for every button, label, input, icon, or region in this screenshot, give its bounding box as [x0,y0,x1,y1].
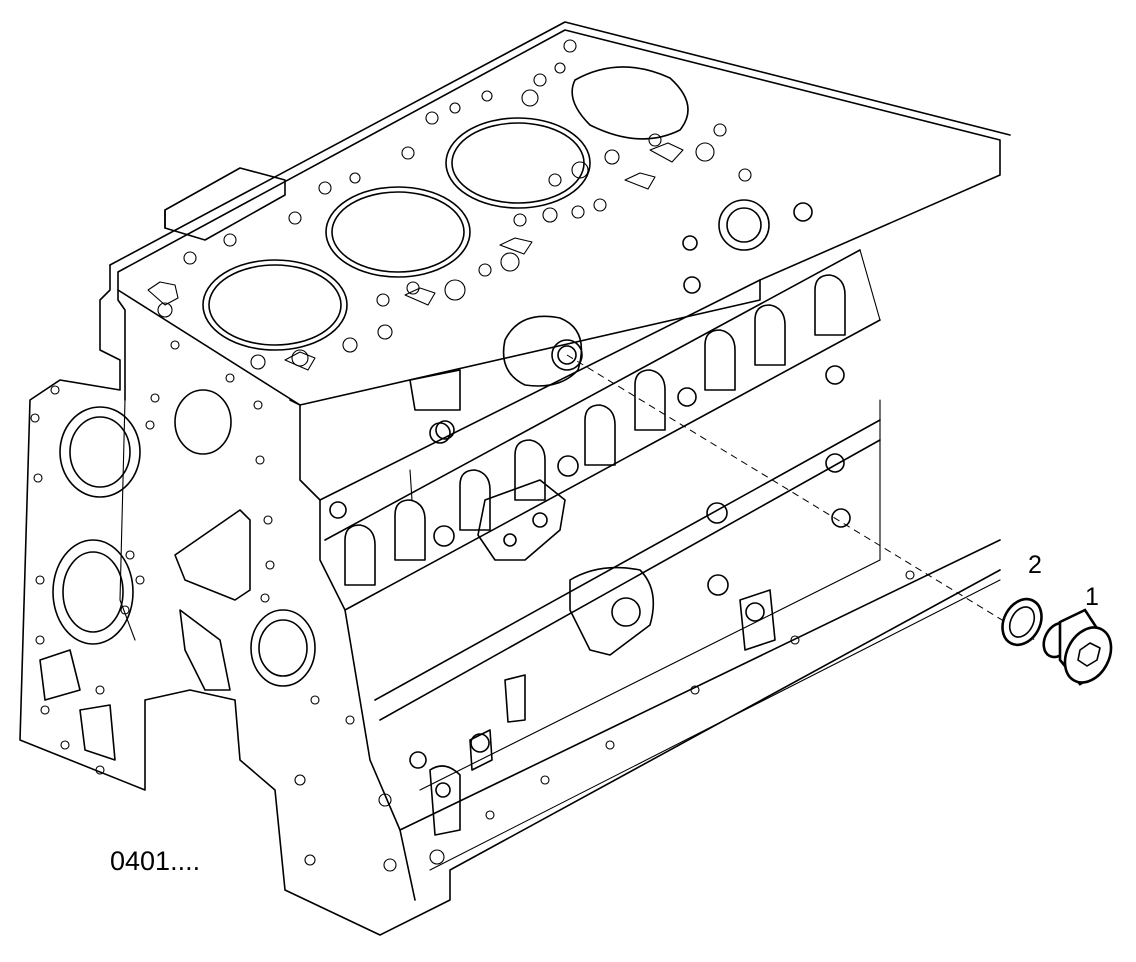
assembly-dash-line [566,354,1036,641]
plug [1042,608,1113,686]
engine-block [19,21,1011,936]
callout-label-1: 1 [1085,583,1099,611]
sealing-ring [1001,597,1043,647]
callout-label-2: 2 [1028,551,1042,579]
drawing-code: 0401.... [110,846,201,876]
